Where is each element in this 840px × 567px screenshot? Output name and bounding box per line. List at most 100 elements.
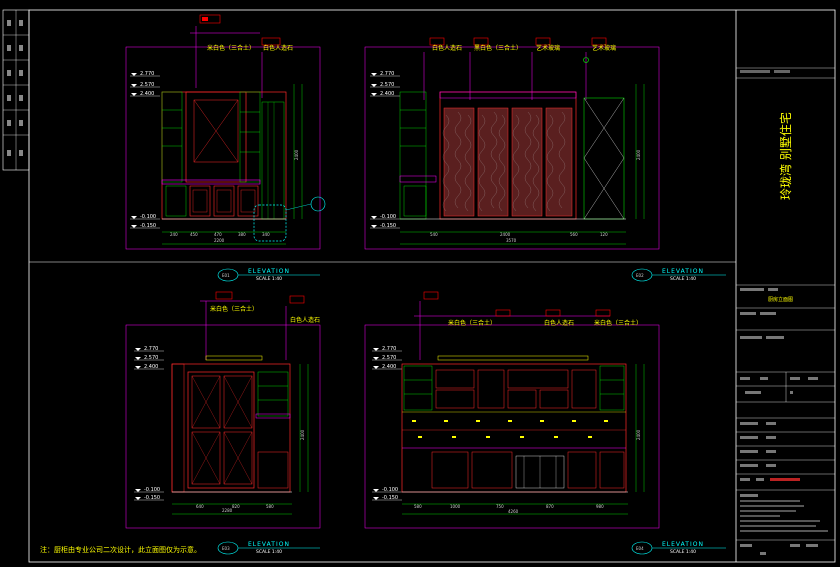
svg-text:1000: 1000 xyxy=(450,504,461,509)
svg-text:米白色（三合土）: 米白色（三合土） xyxy=(594,319,642,327)
level-markers: 2.770 2.570 2.400 -0.100 -0.150 xyxy=(134,346,164,501)
svg-text:980: 980 xyxy=(596,504,604,509)
svg-text:2.570: 2.570 xyxy=(140,82,154,88)
dimensions: 580 1000 750 870 980 4260 xyxy=(402,503,628,515)
svg-text:E02: E02 xyxy=(636,273,644,278)
svg-text:540: 540 xyxy=(430,232,438,237)
svg-text:450: 450 xyxy=(190,232,198,237)
svg-text:米白色（三合土）: 米白色（三合土） xyxy=(448,319,496,327)
svg-text:-0.100: -0.100 xyxy=(140,214,156,220)
svg-text:2.400: 2.400 xyxy=(382,364,396,370)
detail-bubble xyxy=(310,196,326,212)
svg-text:SCALE 1:40: SCALE 1:40 xyxy=(256,549,282,555)
svg-text:2.400: 2.400 xyxy=(144,364,158,370)
svg-text:E03: E03 xyxy=(222,546,230,551)
elevation-view-4: 2.770 2.570 2.400 -0.100 -0.150 米白色（三合土）… xyxy=(364,291,726,555)
view-frame xyxy=(364,324,660,529)
svg-text:ELEVATION: ELEVATION xyxy=(248,268,290,275)
drawing-name: 厨房立面图 xyxy=(768,296,793,303)
material-callouts: 米白色（三合土） 白色人造石 xyxy=(200,291,320,360)
svg-text:2.570: 2.570 xyxy=(144,355,158,361)
svg-text:SCALE 1:40: SCALE 1:40 xyxy=(670,276,696,282)
cabinetry xyxy=(171,355,292,493)
svg-text:-0.150: -0.150 xyxy=(382,495,398,501)
svg-text:560: 560 xyxy=(570,232,578,237)
svg-text:580: 580 xyxy=(414,504,422,509)
svg-text:870: 870 xyxy=(546,504,554,509)
svg-text:2400: 2400 xyxy=(636,149,641,160)
svg-text:120: 120 xyxy=(600,232,608,237)
view-frame xyxy=(125,324,321,529)
svg-text:750: 750 xyxy=(496,504,504,509)
svg-text:艺术玻璃: 艺术玻璃 xyxy=(592,44,616,52)
svg-text:米白色（三合土）: 米白色（三合土） xyxy=(207,44,255,52)
svg-text:-0.100: -0.100 xyxy=(382,487,398,493)
svg-text:470: 470 xyxy=(214,232,222,237)
svg-text:380: 380 xyxy=(238,232,246,237)
svg-text:2.400: 2.400 xyxy=(380,91,394,97)
sheet-border xyxy=(28,9,836,563)
svg-text:2.570: 2.570 xyxy=(380,82,394,88)
level-markers: 2.770 2.570 2.400 -0.100 -0.150 xyxy=(372,346,402,501)
dimensions: 640 820 580 2280 xyxy=(172,503,292,515)
view-frame xyxy=(364,46,660,250)
svg-text:-0.150: -0.150 xyxy=(140,223,156,229)
svg-text:SCALE 1:40: SCALE 1:40 xyxy=(670,549,696,555)
svg-text:2.770: 2.770 xyxy=(140,71,154,77)
svg-text:2.770: 2.770 xyxy=(144,346,158,352)
svg-text:白色人造石: 白色人造石 xyxy=(290,316,320,324)
svg-text:-0.100: -0.100 xyxy=(380,214,396,220)
svg-text:2.770: 2.770 xyxy=(382,346,396,352)
svg-text:2400: 2400 xyxy=(294,149,299,160)
cabinetry xyxy=(399,91,626,220)
svg-text:2400: 2400 xyxy=(300,429,305,440)
svg-text:ELEVATION: ELEVATION xyxy=(248,541,290,548)
svg-text:4260: 4260 xyxy=(508,509,519,514)
svg-text:E01: E01 xyxy=(222,273,230,278)
svg-text:E04: E04 xyxy=(636,546,644,551)
svg-text:-0.150: -0.150 xyxy=(144,495,160,501)
view-label: E03 ELEVATION SCALE 1:40 xyxy=(217,541,320,555)
svg-text:2.570: 2.570 xyxy=(382,355,396,361)
svg-text:白色人造石: 白色人造石 xyxy=(432,44,462,52)
material-callouts: 白色人造石 黑白色（三合土） 艺术玻璃 艺术玻璃 xyxy=(423,37,616,100)
svg-text:240: 240 xyxy=(170,232,178,237)
svg-text:640: 640 xyxy=(196,504,204,509)
level-markers: 2.770 2.570 2.400 -0.100 -0.150 xyxy=(370,71,400,229)
svg-text:2.770: 2.770 xyxy=(380,71,394,77)
project-name: 玲珑湾 别墅住宅 xyxy=(778,112,793,200)
material-callouts: 米白色（三合土） 白色人造石 米白色（三合土） xyxy=(414,291,642,360)
elevation-view-2: 2.770 2.570 2.400 -0.100 -0.150 白色人造石 黑白… xyxy=(364,37,726,282)
level-markers: 2.770 2.570 2.400 -0.100 -0.150 xyxy=(130,71,160,229)
elevation-view-3: 2.770 2.570 2.400 -0.100 -0.150 米白色（三合土）… xyxy=(125,291,321,555)
svg-text:ELEVATION: ELEVATION xyxy=(662,541,704,548)
svg-text:340: 340 xyxy=(262,232,270,237)
svg-text:-0.100: -0.100 xyxy=(144,487,160,493)
svg-text:580: 580 xyxy=(266,504,274,509)
elevation-view-1: 2.770 2.570 2.400 -0.100 -0.150 米白色（三合土）… xyxy=(125,14,326,282)
dimensions: 240 450 470 380 340 2200 xyxy=(162,231,286,245)
dimensions: 540 2400 560 120 3570 xyxy=(400,231,626,245)
view-label: E01 ELEVATION SCALE 1:40 xyxy=(217,268,320,282)
view-label: E02 ELEVATION SCALE 1:40 xyxy=(631,268,726,282)
title-block: 玲珑湾 别墅住宅 厨房立面图 xyxy=(736,67,835,555)
svg-text:2400: 2400 xyxy=(500,232,511,237)
svg-text:820: 820 xyxy=(232,504,240,509)
svg-text:2280: 2280 xyxy=(222,508,233,513)
revision-strip xyxy=(2,9,30,171)
svg-text:2200: 2200 xyxy=(214,238,225,243)
svg-text:SCALE 1:40: SCALE 1:40 xyxy=(256,276,282,282)
cabinetry xyxy=(401,355,628,493)
material-callouts: 米白色（三合土） 白色人造石 xyxy=(190,14,293,98)
svg-text:黑白色（三合土）: 黑白色（三合土） xyxy=(474,44,522,52)
svg-text:白色人造石: 白色人造石 xyxy=(544,319,574,327)
svg-text:-0.150: -0.150 xyxy=(380,223,396,229)
svg-text:2.400: 2.400 xyxy=(140,91,154,97)
svg-text:白色人造石: 白色人造石 xyxy=(263,44,293,52)
general-note: 注：厨柜由专业公司二次设计，此立面图仅为示意。 xyxy=(40,545,201,554)
svg-text:3570: 3570 xyxy=(506,238,517,243)
svg-text:米白色（三合土）: 米白色（三合土） xyxy=(210,305,258,313)
view-frame xyxy=(125,46,321,250)
svg-text:ELEVATION: ELEVATION xyxy=(662,268,704,275)
